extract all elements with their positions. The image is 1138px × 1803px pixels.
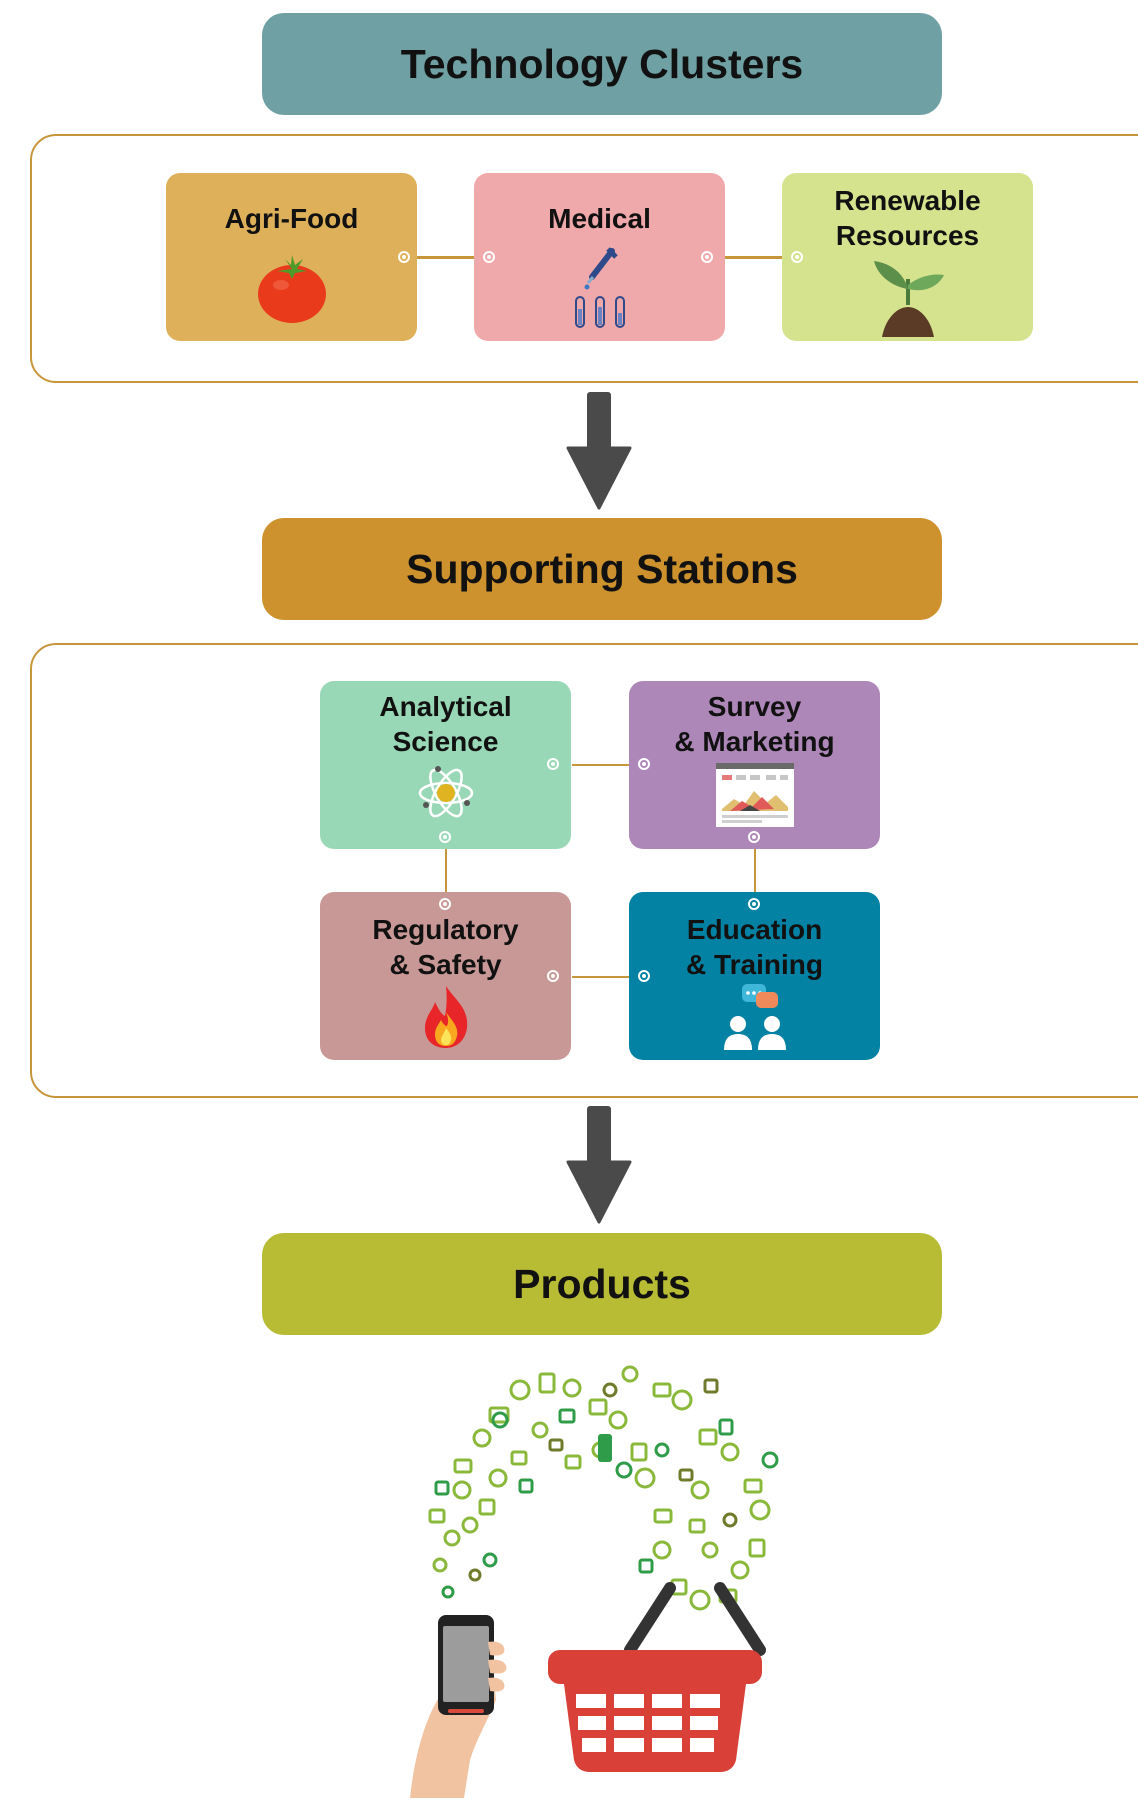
fire-icon xyxy=(421,984,471,1058)
regulatory-port-right xyxy=(547,970,559,982)
station-education-label-line2: & Training xyxy=(686,949,823,980)
station-regulatory-safety-card[interactable]: Regulatory & Safety xyxy=(320,892,571,1060)
supporting-stations-banner: Supporting Stations xyxy=(262,518,942,620)
people-chat-icon xyxy=(722,984,788,1058)
connector-analytical-regulatory xyxy=(445,835,447,893)
station-regulatory-label-line1: Regulatory xyxy=(372,914,519,945)
cluster-medical-label: Medical xyxy=(548,203,651,234)
connector-regulatory-education xyxy=(572,976,660,978)
products-title: Products xyxy=(513,1260,691,1307)
phone-to-shopping-basket-icon xyxy=(400,1360,860,1798)
agri-food-port-right xyxy=(398,251,410,263)
tomato-icon xyxy=(255,251,329,333)
pipette-test-tubes-icon xyxy=(570,237,630,341)
survey-port-left xyxy=(638,758,650,770)
atom-icon xyxy=(416,763,476,831)
survey-port-bottom xyxy=(748,831,760,843)
supporting-stations-group: Analytical Science Survey & Marketing xyxy=(30,643,1138,1098)
station-survey-label-line1: Survey xyxy=(707,691,802,722)
analytical-port-right xyxy=(547,758,559,770)
connector-agri-medical xyxy=(412,256,508,259)
technology-clusters-banner: Technology Clusters xyxy=(262,13,942,115)
education-port-top xyxy=(748,898,760,910)
medical-port-right xyxy=(701,251,713,263)
connector-medical-renewable xyxy=(720,256,816,259)
cluster-renewable-label-line2: Resources xyxy=(835,220,980,251)
station-analytical-science-card[interactable]: Analytical Science xyxy=(320,681,571,849)
station-survey-label-line2: & Marketing xyxy=(674,726,835,757)
cluster-agri-food-card[interactable]: Agri-Food xyxy=(166,173,417,341)
station-analytical-label-line1: Analytical xyxy=(379,691,512,722)
dashboard-chart-icon xyxy=(715,763,794,835)
supporting-stations-title: Supporting Stations xyxy=(406,545,798,592)
station-survey-marketing-card[interactable]: Survey & Marketing xyxy=(629,681,880,849)
products-banner: Products xyxy=(262,1233,942,1335)
renewable-port-left xyxy=(791,251,803,263)
arrow-down-2 xyxy=(566,1106,632,1224)
arrow-down-1 xyxy=(566,392,632,510)
technology-clusters-group: Agri-Food Medical xyxy=(30,134,1138,383)
analytical-port-bottom xyxy=(439,831,451,843)
medical-port-left xyxy=(483,251,495,263)
station-education-training-card[interactable]: Education & Training xyxy=(629,892,880,1060)
station-regulatory-label-line2: & Safety xyxy=(389,949,502,980)
connector-survey-education xyxy=(754,835,756,893)
station-education-label-line1: Education xyxy=(686,914,823,945)
station-analytical-label-line2: Science xyxy=(392,726,499,757)
cluster-agri-food-label: Agri-Food xyxy=(224,203,359,234)
connector-analytical-survey xyxy=(572,764,660,766)
cluster-renewable-label-line1: Renewable xyxy=(834,185,981,216)
cluster-renewable-resources-card[interactable]: Renewable Resources xyxy=(782,173,1033,341)
cluster-medical-card[interactable]: Medical xyxy=(474,173,725,341)
technology-clusters-title: Technology Clusters xyxy=(400,40,804,87)
education-port-left xyxy=(638,970,650,982)
regulatory-port-top xyxy=(439,898,451,910)
seedling-icon xyxy=(868,255,948,345)
